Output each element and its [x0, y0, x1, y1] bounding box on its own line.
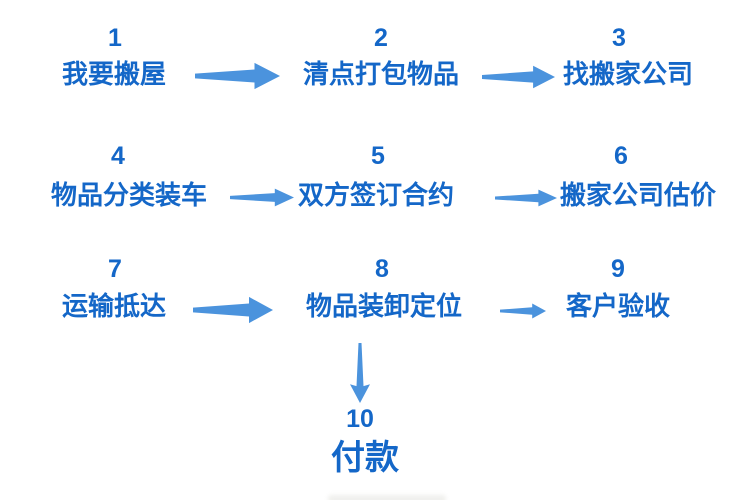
- step-5-number: 5: [371, 142, 385, 170]
- arrow-down-icon: [350, 343, 370, 403]
- step-4-number: 4: [111, 142, 125, 170]
- step-7-number: 7: [108, 255, 122, 283]
- step-3-number: 3: [612, 24, 626, 52]
- step-10-number: 10: [346, 405, 374, 433]
- step-8-number: 8: [375, 255, 389, 283]
- arrow-right-icon: [500, 303, 546, 319]
- arrow-right-icon: [230, 188, 294, 207]
- step-2-label: 清点打包物品: [302, 59, 460, 89]
- step-8-label: 物品装卸定位: [305, 291, 463, 321]
- step-6-label: 搬家公司估价: [559, 180, 717, 210]
- arrow-right-icon: [482, 65, 555, 89]
- step-9-label: 客户验收: [565, 291, 671, 321]
- step-5-label: 双方签订合约: [297, 180, 455, 210]
- step-4-label: 物品分类装车: [50, 180, 208, 210]
- step-9-number: 9: [611, 255, 625, 283]
- arrow-right-icon: [195, 62, 280, 90]
- step-1-number: 1: [108, 24, 122, 52]
- step-1-label: 我要搬屋: [61, 59, 167, 89]
- step-10-label: 付款: [331, 439, 399, 477]
- arrow-right-icon: [193, 296, 273, 324]
- arrow-right-icon: [495, 189, 557, 207]
- cutoff-watermark: [328, 495, 446, 500]
- step-6-number: 6: [614, 142, 628, 170]
- step-2-number: 2: [374, 24, 388, 52]
- step-3-label: 找搬家公司: [562, 59, 694, 89]
- step-7-label: 运输抵达: [61, 291, 167, 321]
